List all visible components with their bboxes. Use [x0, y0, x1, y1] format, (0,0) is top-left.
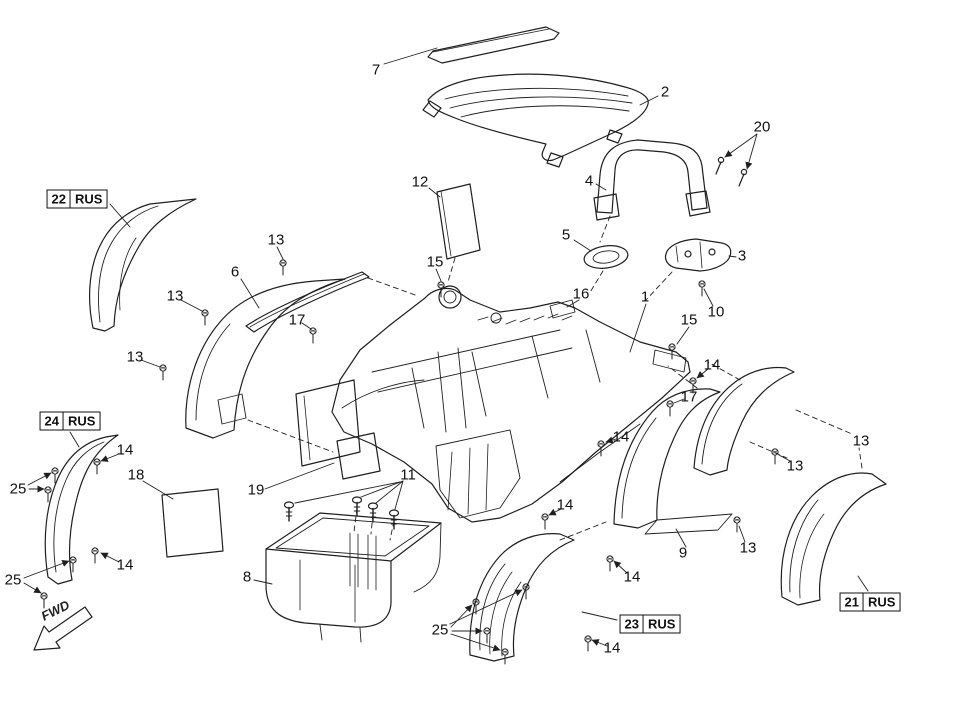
assembly-dash-lines: [247, 215, 863, 541]
part-5-pocket: [583, 245, 629, 269]
part-20-push-pins: [715, 156, 748, 187]
part-2-front-cover: [422, 73, 649, 168]
part-4-grab-bar: [593, 139, 711, 221]
part-23-fender-flare: [469, 533, 575, 662]
part-3-bracket: [664, 238, 732, 272]
right-rear-fender-section: [693, 366, 795, 476]
part-19-panel: [336, 432, 381, 480]
part-12-panel: [436, 183, 481, 260]
fwd-arrow-icon: FWD: [33, 597, 93, 651]
part-18-panel: [161, 488, 224, 558]
left-front-fender-section: [185, 278, 346, 439]
part-8-storage-box: [265, 512, 442, 643]
part-7-rack-strip: [427, 26, 560, 64]
part-22-fender-flare: [89, 198, 197, 332]
part-24-fender-flare: [44, 434, 119, 585]
part-6-side-rail: [245, 271, 370, 333]
part-1-main-body: [295, 285, 691, 523]
leader-lines: [23, 47, 869, 652]
part-21-fender-flare: [780, 472, 887, 606]
part-9-inner-fender: [613, 388, 733, 535]
fastener-icons: [40, 259, 779, 665]
